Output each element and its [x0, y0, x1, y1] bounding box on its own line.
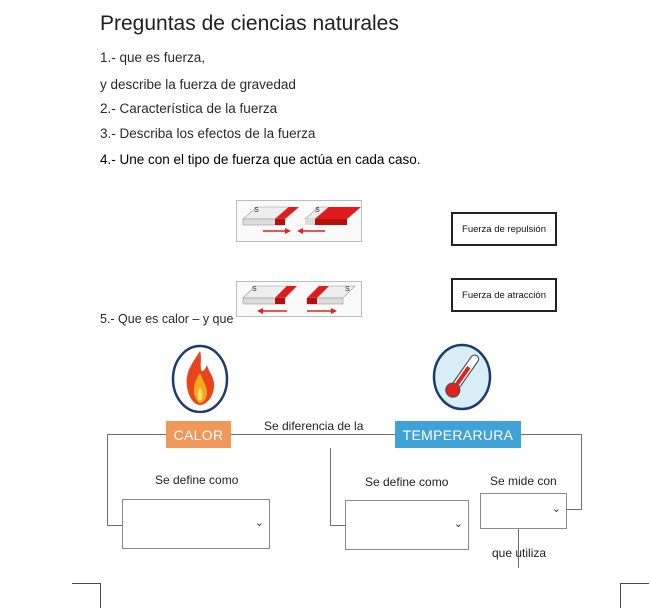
- thermometer-icon: [432, 343, 492, 411]
- question-5: 5.- Que es calor – y que: [100, 312, 234, 326]
- connector-line: [231, 434, 395, 435]
- connector-line: [107, 434, 108, 526]
- answer-dropdown-temperatura[interactable]: ⌄: [345, 500, 469, 550]
- chevron-down-icon[interactable]: ⌄: [551, 503, 561, 515]
- relation-diferencia: Se diferencia de la: [264, 419, 364, 433]
- question-3: 3.- Describa los efectos de la fuerza: [100, 126, 316, 141]
- question-4: 4.- Une con el tipo de fuerza que actúa …: [100, 152, 421, 167]
- magnet-letter: S: [315, 207, 320, 214]
- relation-define-temperatura: Se define como: [365, 475, 449, 489]
- concept-temperatura: TEMPERARURA: [395, 421, 521, 448]
- relation-utiliza: que utiliza: [492, 546, 547, 560]
- question-2: 2.- Característica de la fuerza: [100, 101, 278, 116]
- connector-line: [330, 525, 346, 526]
- question-1: 1.- que es fuerza,: [100, 50, 206, 65]
- relation-mide: Se mide con: [490, 474, 557, 488]
- magnet-letter: S: [254, 207, 259, 214]
- magnet-letter: S: [252, 286, 257, 293]
- connector-line: [566, 509, 582, 510]
- answer-dropdown-calor[interactable]: ⌄: [122, 499, 270, 549]
- connector-line: [581, 434, 582, 510]
- connector-line: [107, 434, 166, 435]
- label-repulsion[interactable]: Fuerza de repulsión: [451, 212, 557, 246]
- fire-icon: [171, 343, 229, 414]
- chevron-down-icon[interactable]: ⌄: [453, 518, 463, 530]
- magnets-attraction-image: S S: [236, 281, 362, 317]
- connector-line: [330, 448, 331, 526]
- page-corner-mark: [72, 583, 101, 608]
- answer-dropdown-instrumento[interactable]: ⌄: [480, 493, 567, 529]
- concept-calor: CALOR: [166, 421, 231, 448]
- connector-line: [518, 528, 519, 568]
- magnet-letter: S: [345, 286, 350, 293]
- magnets-attraction-drawing: [242, 285, 356, 314]
- chevron-down-icon[interactable]: ⌄: [254, 517, 264, 529]
- relation-define-calor: Se define como: [155, 473, 239, 487]
- page-title: Preguntas de ciencias naturales: [100, 12, 399, 35]
- question-1-continued: y describe la fuerza de gravedad: [100, 77, 296, 92]
- magnets-repulsion-image: S S: [236, 200, 362, 242]
- magnets-repulsion-drawing: [242, 206, 361, 234]
- connector-line: [107, 525, 123, 526]
- label-attraction[interactable]: Fuerza de atracción: [451, 278, 557, 312]
- page-corner-mark: [620, 583, 649, 608]
- connector-line: [521, 434, 582, 435]
